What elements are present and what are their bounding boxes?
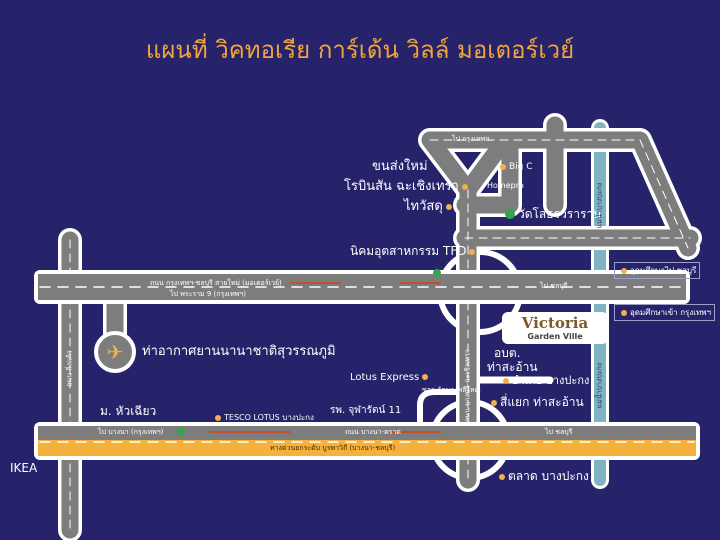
label-airport: ท่าอากาศยานนานาชาติสุวรรณภูมิ [142,344,336,359]
victoria-garden-ville-logo: Victoria Garden Ville [502,312,608,344]
page-title: แผนที่ วิคทอเรีย การ์เด้น วิลล์ มอเตอร์เ… [145,36,575,64]
label-tesco: TESCO LOTUS บางปะกง [212,414,314,422]
label-intersection: สี่แยก ท่าสะอ้าน [488,396,584,408]
label-hospital: รพ. จุฬารัตน์ 11 [330,405,402,416]
road-label-motorway-east: ไป ชลบุรี [540,282,568,290]
airport-icon [94,331,136,373]
svg-text:✈: ✈ [107,340,124,364]
station-marker [177,427,185,435]
label-robinson: โรบินสัน ฉะเชิงเทรา [344,180,471,193]
label-obt: อบต. [494,346,521,360]
road-label-motorway: ถนน กรุงเทพฯ-ชลบุรี สายใหม่ (มอเตอร์เวย์… [150,279,282,287]
road-label-motorway-west: ไป พระราม 9 (กรุงเทพฯ) [170,290,246,298]
label-bigc: Big C [497,163,533,172]
road-label-expressway: ทางด่วนยกระดับ บูรพาวิถี (บางนา-ชลบุรี) [270,444,396,452]
road-network [58,113,702,540]
bus-stop-chonburi: อุดมศึกษาไป ชลบุรี [614,262,701,279]
label-thaiwatsadu: ไทวัสดุ [404,200,455,213]
road-label-top: ไป กรุงเทพฯ [452,135,490,143]
river-label-top: แม่น้ำบางปะกง [595,182,604,229]
bus-stop-bangkok: อุดมศึกษาเข้า กรุงเทพฯ [614,304,716,321]
road-label-bangna-east: ไป ชลบุรี [545,428,573,436]
label-lotus-express: Lotus Express [350,373,431,383]
expressway [38,440,696,456]
label-market: ตลาด บางปะกง [496,470,589,482]
road-label-side: ซอย วัดบางพลีใหญ่ [422,386,481,394]
station-marker [433,269,441,277]
label-huachiew: ม. หัวเฉียว [100,404,157,418]
label-amphoe: อำเภอ บางปะกง [500,375,589,386]
road-label-left-vertical: ถนน กิ่งแก้ว [65,350,74,387]
side-road [417,389,471,443]
road-label-bangna-west: ไป บางนา (กรุงเทพฯ) [98,428,164,436]
station-marker [505,209,515,219]
label-wat: วัดโสธรวราราม [518,207,602,221]
label-tha-saan: ท่าสะอ้าน [487,360,538,374]
label-ikea: IKEA [10,461,38,475]
road-label-bangna: ถนน บางนา-ตราด [345,428,401,436]
label-tfd: นิคมอุตสาหกรรม TFD [350,245,478,257]
label-homepro: Homepro [487,181,524,190]
river-label-bottom: แม่น้ำบางปะกง [595,362,604,409]
label-khon-song: ขนส่งใหม่ [372,159,428,174]
